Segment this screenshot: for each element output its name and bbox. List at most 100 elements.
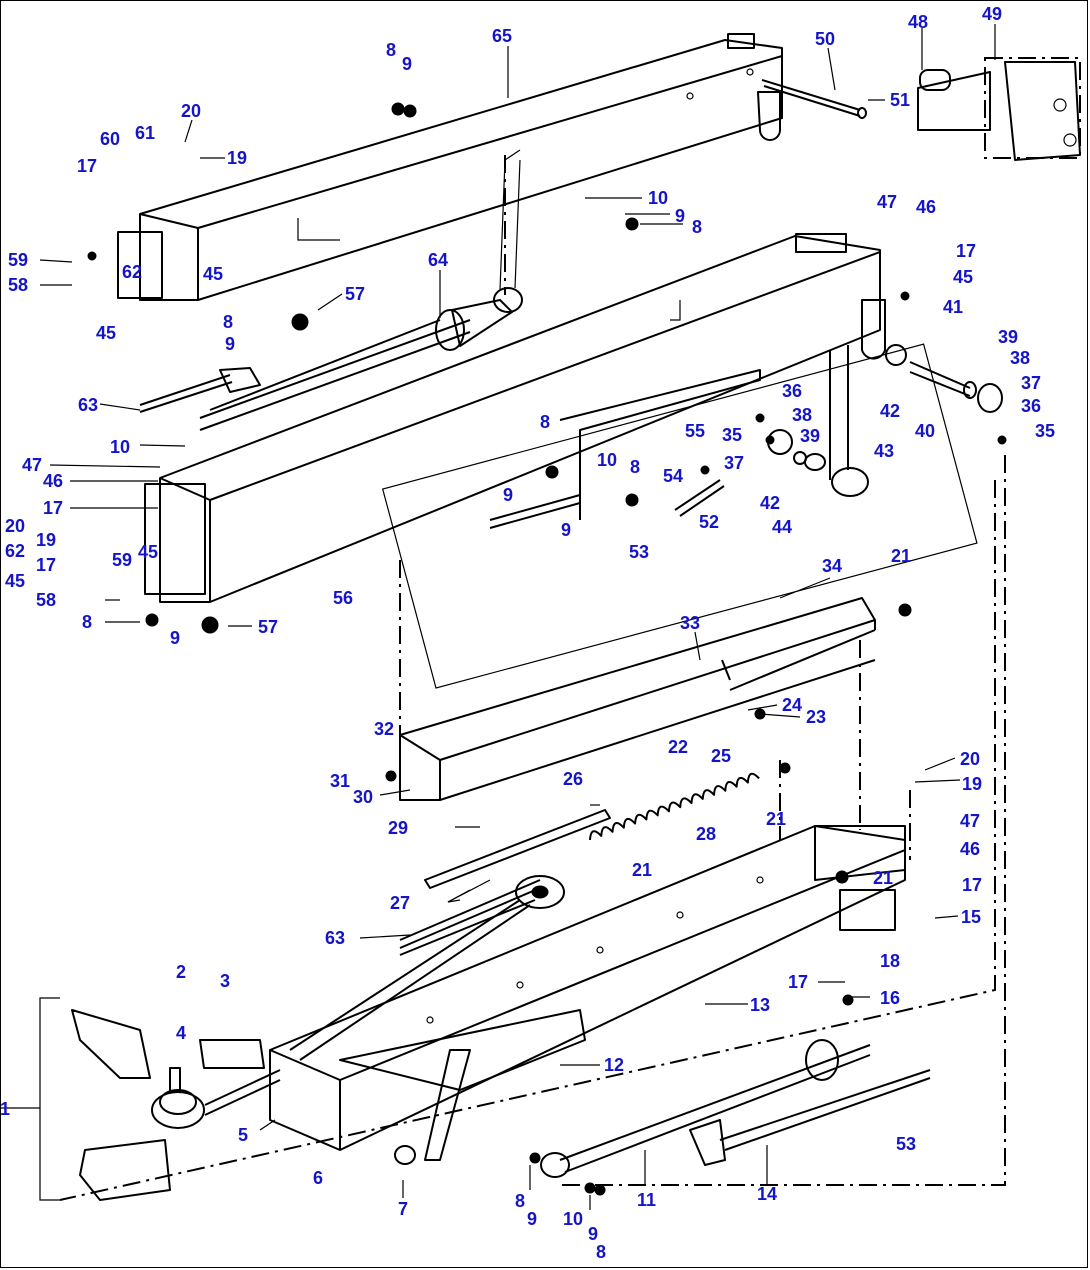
callout-60: 60 xyxy=(100,129,120,149)
callout-labels: 65 8 9 50 48 49 51 20 60 61 19 17 10 9 8… xyxy=(0,4,1055,1262)
boom-tube-56 xyxy=(144,233,886,603)
callout-55: 55 xyxy=(685,421,705,441)
callout-52: 52 xyxy=(699,512,719,532)
callout-27: 27 xyxy=(390,893,410,913)
callout-8: 8 xyxy=(630,457,640,477)
callout-47: 47 xyxy=(22,455,42,475)
callout-20: 20 xyxy=(181,101,201,121)
callout-34: 34 xyxy=(822,556,842,576)
sheave-assembly-43 xyxy=(767,344,1003,497)
callout-10: 10 xyxy=(110,437,130,457)
callout-17: 17 xyxy=(36,555,56,575)
callout-8: 8 xyxy=(540,412,550,432)
callout-58: 58 xyxy=(8,275,28,295)
callout-44: 44 xyxy=(772,517,792,537)
callout-9: 9 xyxy=(561,520,571,540)
callout-19: 19 xyxy=(962,774,982,794)
callout-59: 59 xyxy=(8,250,28,270)
callout-9: 9 xyxy=(527,1209,537,1229)
callout-1: 1 xyxy=(0,1099,10,1119)
callout-21: 21 xyxy=(766,809,786,829)
callout-48: 48 xyxy=(908,12,928,32)
callout-21: 21 xyxy=(873,868,893,888)
boom-tube-65 xyxy=(117,33,783,301)
callout-45: 45 xyxy=(138,542,158,562)
callout-40: 40 xyxy=(915,421,935,441)
bracket-49 xyxy=(917,57,1081,161)
part-7 xyxy=(394,1145,416,1165)
hardware-marks xyxy=(87,102,1007,1196)
callout-35: 35 xyxy=(1035,421,1055,441)
callout-63: 63 xyxy=(78,395,98,415)
callout-58: 58 xyxy=(36,590,56,610)
cylinder-64 xyxy=(199,149,523,431)
callout-10: 10 xyxy=(597,450,617,470)
callout-46: 46 xyxy=(43,471,63,491)
slide-tube-33-34 xyxy=(381,343,978,801)
callout-51: 51 xyxy=(890,90,910,110)
callout-20: 20 xyxy=(960,749,980,769)
callout-26: 26 xyxy=(563,769,583,789)
callout-31: 31 xyxy=(330,771,350,791)
callout-33: 33 xyxy=(680,613,700,633)
callout-9: 9 xyxy=(675,206,685,226)
callout-37: 37 xyxy=(1021,373,1041,393)
callout-10: 10 xyxy=(563,1209,583,1229)
callout-46: 46 xyxy=(960,839,980,859)
callout-9: 9 xyxy=(503,485,513,505)
boom-base-28 xyxy=(269,825,906,1161)
callout-36: 36 xyxy=(1021,396,1041,416)
callout-8: 8 xyxy=(515,1191,525,1211)
callout-43: 43 xyxy=(874,441,894,461)
callout-28: 28 xyxy=(696,824,716,844)
callout-64: 64 xyxy=(428,250,448,270)
callout-10: 10 xyxy=(648,188,668,208)
callout-9: 9 xyxy=(225,334,235,354)
callout-16: 16 xyxy=(880,988,900,1008)
callout-21: 21 xyxy=(891,546,911,566)
callout-3: 3 xyxy=(220,971,230,991)
callout-65: 65 xyxy=(492,26,512,46)
callout-23: 23 xyxy=(806,707,826,727)
callout-19: 19 xyxy=(227,148,247,168)
rod-53 xyxy=(489,369,761,529)
callout-39: 39 xyxy=(998,327,1018,347)
callout-35: 35 xyxy=(722,425,742,445)
callout-47: 47 xyxy=(960,811,980,831)
callout-57: 57 xyxy=(258,617,278,637)
assembly-lines xyxy=(59,155,1006,1201)
callout-8: 8 xyxy=(82,612,92,632)
callout-42: 42 xyxy=(880,401,900,421)
callout-53: 53 xyxy=(629,542,649,562)
callout-32: 32 xyxy=(374,719,394,739)
winch-1 xyxy=(0,997,281,1201)
callout-21: 21 xyxy=(632,860,652,880)
callout-9: 9 xyxy=(170,628,180,648)
callout-53: 53 xyxy=(896,1134,916,1154)
callout-8: 8 xyxy=(692,217,702,237)
callout-36: 36 xyxy=(782,381,802,401)
callout-12: 12 xyxy=(604,1055,624,1075)
callout-17: 17 xyxy=(956,241,976,261)
callout-8: 8 xyxy=(596,1242,606,1262)
callout-54: 54 xyxy=(663,466,683,486)
callout-17: 17 xyxy=(43,498,63,518)
arm-14 xyxy=(689,1069,931,1166)
callout-11: 11 xyxy=(637,1190,656,1210)
callout-47: 47 xyxy=(877,192,897,212)
callout-17: 17 xyxy=(788,972,808,992)
callout-20: 20 xyxy=(5,516,25,536)
callout-42: 42 xyxy=(760,493,780,513)
callout-49: 49 xyxy=(982,4,1002,24)
callout-30: 30 xyxy=(353,787,373,807)
callout-41: 41 xyxy=(943,297,963,317)
pin-50 xyxy=(761,79,867,119)
callout-62: 62 xyxy=(5,541,25,561)
callout-45: 45 xyxy=(203,264,223,284)
spring-22 xyxy=(589,772,760,841)
callout-38: 38 xyxy=(1010,348,1030,368)
callout-29: 29 xyxy=(388,818,408,838)
callout-37: 37 xyxy=(724,453,744,473)
callout-7: 7 xyxy=(398,1199,408,1219)
